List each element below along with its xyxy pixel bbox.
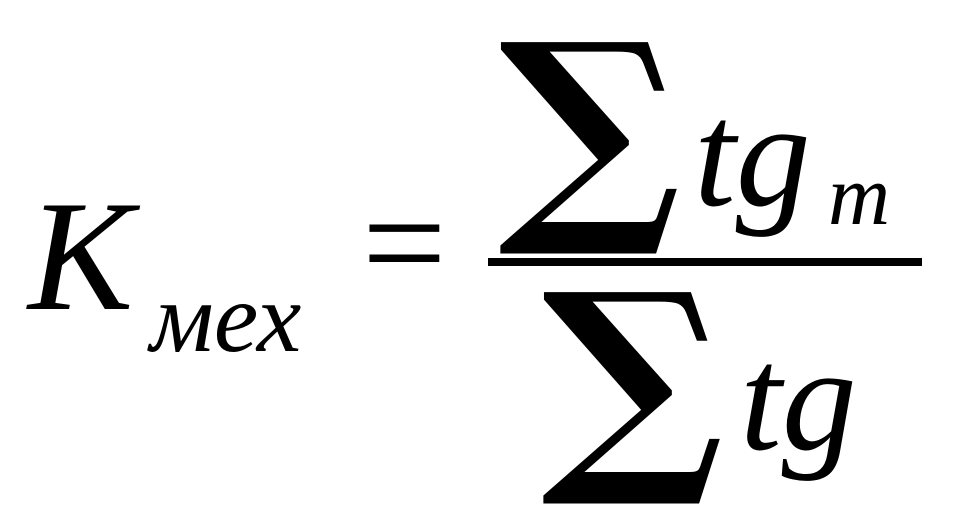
numerator-sum-operator: ∑ <box>498 0 682 264</box>
numerator-subscript: m <box>828 147 891 243</box>
lhs-subscript: мех <box>150 262 302 373</box>
numerator-term: tg <box>694 72 811 238</box>
fraction-bar <box>488 258 922 266</box>
denominator-sum-operator: ∑ <box>541 241 725 514</box>
denominator-term: tg <box>740 316 857 482</box>
equals-sign: = <box>362 160 447 326</box>
lhs-symbol: K <box>28 169 134 344</box>
